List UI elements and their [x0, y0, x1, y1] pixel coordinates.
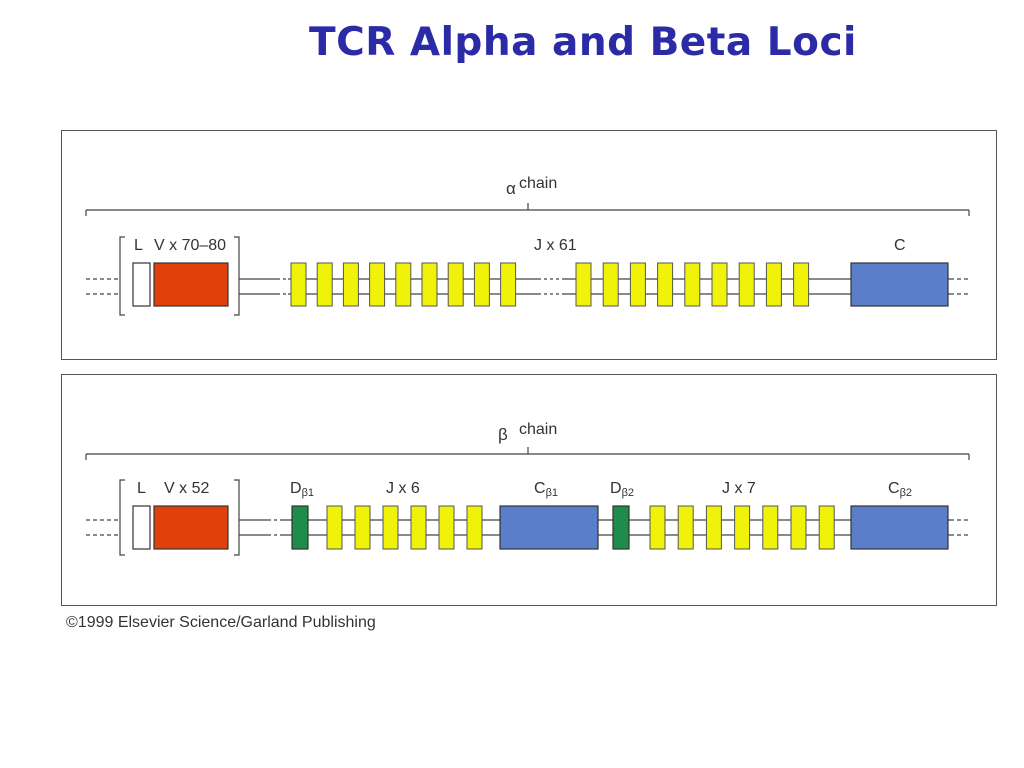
beta-chain-bracket — [85, 447, 970, 460]
alpha-v-label: V x 70–80 — [154, 237, 226, 254]
beta-c2-label: Cβ2 — [888, 480, 912, 499]
alpha-j-segment — [684, 262, 701, 307]
alpha-j-segment — [500, 262, 517, 307]
copyright-notice: ©1999 Elsevier Science/Garland Publishin… — [66, 614, 376, 631]
beta-j1-segments — [326, 505, 483, 550]
alpha-j-segment — [575, 262, 592, 307]
beta-j2-segments — [649, 505, 835, 550]
alpha-j-segment — [421, 262, 438, 307]
beta-j1-segment — [382, 505, 399, 550]
beta-c2-segment — [850, 505, 949, 550]
beta-v-label: V x 52 — [164, 480, 209, 497]
alpha-j-segments-left — [290, 262, 517, 307]
alpha-j-segment — [447, 262, 464, 307]
beta-d2-segment — [612, 505, 630, 550]
beta-v-region-bracket — [119, 479, 240, 556]
beta-l-label: L — [137, 480, 146, 497]
beta-d1-label: Dβ1 — [290, 480, 314, 499]
beta-j1-segment — [354, 505, 371, 550]
beta-j1-segment — [326, 505, 343, 550]
beta-j2-segment — [734, 505, 751, 550]
alpha-leader-exon — [132, 262, 151, 307]
beta-j2-segment — [649, 505, 666, 550]
beta-j2-segment — [762, 505, 779, 550]
alpha-j-segment — [290, 262, 307, 307]
alpha-v-segment — [153, 262, 229, 307]
alpha-locus-diagram: α chain L V x 70–80 J x 61 C — [85, 175, 970, 316]
alpha-j-segment — [793, 262, 810, 307]
beta-j2-segment — [705, 505, 722, 550]
beta-c1-label: Cβ1 — [534, 480, 558, 499]
beta-c1-segment — [499, 505, 599, 550]
slide-title: TCR Alpha and Beta Loci — [309, 20, 857, 65]
alpha-j-segment — [765, 262, 782, 307]
alpha-v-region-bracket — [119, 236, 240, 316]
alpha-chain-label: chain — [519, 175, 557, 192]
alpha-j-segment — [738, 262, 755, 307]
alpha-j-segment — [657, 262, 674, 307]
beta-chain-label: chain — [519, 421, 557, 438]
beta-locus-diagram: β chain L V x 52 Dβ1 J x 6 Cβ1 Dβ2 J x 7… — [85, 421, 970, 556]
alpha-locus-panel: α chain L V x 70–80 J x 61 C — [61, 130, 997, 360]
alpha-j-segment — [316, 262, 333, 307]
beta-j1-segment — [466, 505, 483, 550]
alpha-j-label: J x 61 — [534, 237, 577, 254]
beta-j2-segment — [677, 505, 694, 550]
beta-d2-label: Dβ2 — [610, 480, 634, 499]
alpha-c-segment — [850, 262, 949, 307]
beta-j1-segment — [410, 505, 427, 550]
beta-j2-segment — [790, 505, 807, 550]
alpha-greek-label: α — [506, 179, 516, 198]
alpha-j-segment — [369, 262, 386, 307]
alpha-j-segment — [473, 262, 490, 307]
beta-j1-segment — [438, 505, 455, 550]
alpha-j-segment — [395, 262, 412, 307]
alpha-j-segments-right — [575, 262, 810, 307]
alpha-j-segment — [602, 262, 619, 307]
beta-locus-panel: β chain L V x 52 Dβ1 J x 6 Cβ1 Dβ2 J x 7… — [61, 374, 997, 606]
alpha-c-label: C — [894, 237, 906, 254]
alpha-j-segment — [711, 262, 728, 307]
beta-j2-label: J x 7 — [722, 480, 756, 497]
alpha-j-segment — [342, 262, 359, 307]
beta-leader-exon — [132, 505, 151, 550]
alpha-l-label: L — [134, 237, 143, 254]
alpha-j-segment — [629, 262, 646, 307]
beta-d1-segment — [291, 505, 309, 550]
beta-greek-label: β — [498, 425, 508, 444]
beta-v-segment — [153, 505, 229, 550]
beta-j2-segment — [818, 505, 835, 550]
beta-j1-label: J x 6 — [386, 480, 420, 497]
alpha-chain-bracket — [85, 203, 970, 216]
